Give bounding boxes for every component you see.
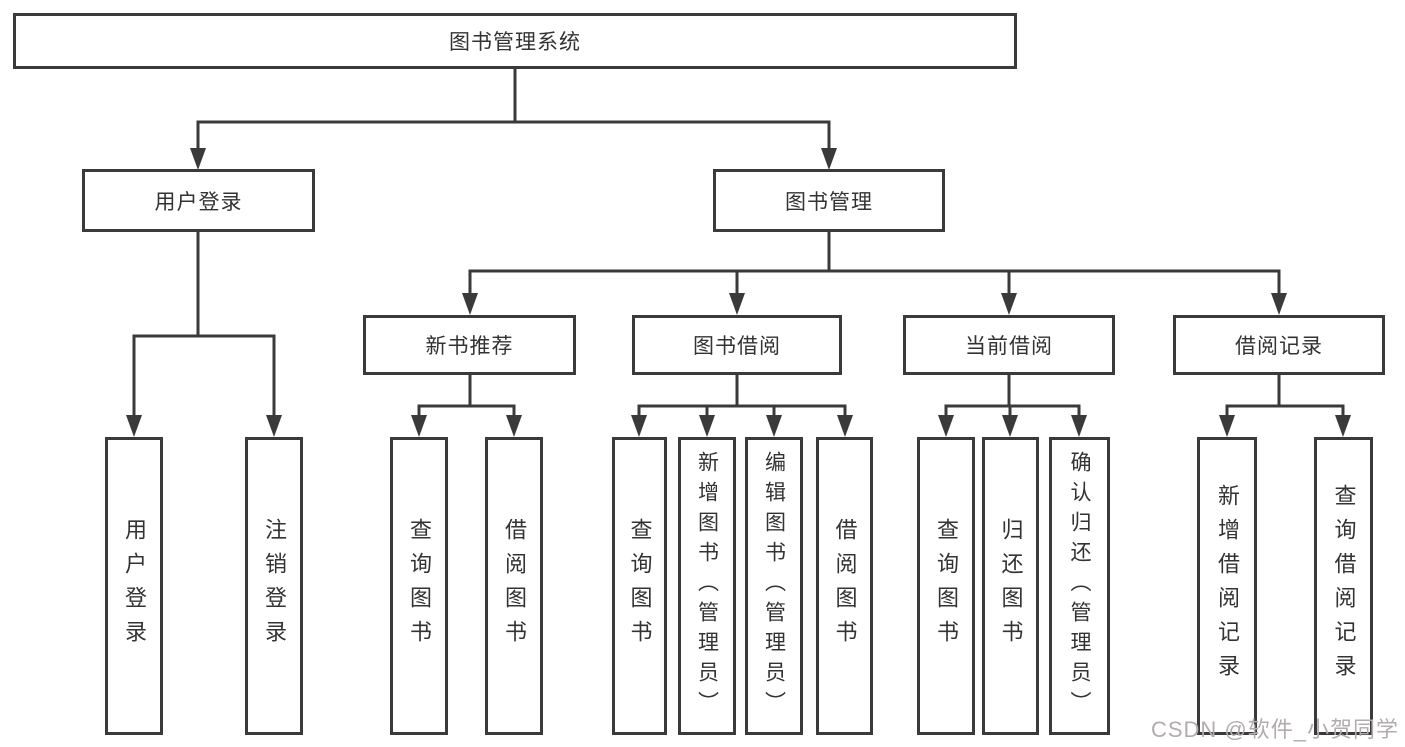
node-label: 注销登录 (262, 518, 287, 654)
connector-borrow-record-to-leaves (1219, 373, 1351, 437)
node-current-borrowing: 当前借阅 (903, 315, 1115, 375)
leaf-rec-query-books: 查询图书 (390, 437, 448, 735)
node-label: 新书推荐 (425, 335, 514, 358)
node-label: 用户登录 (154, 190, 243, 214)
node-label: 图书管理系统 (449, 31, 581, 54)
leaf-confirm-return-admin: 确认归还（管理员） (1049, 437, 1110, 735)
leaf-borrowing-query-books: 查询图书 (612, 437, 667, 735)
leaf-add-borrow-record: 新增借阅记录 (1197, 437, 1257, 735)
connector-new-book-rec-to-leaves (411, 373, 522, 437)
leaf-current-query-books: 查询图书 (917, 437, 975, 735)
leaf-query-borrow-record: 查询借阅记录 (1314, 437, 1373, 735)
node-label: 归还图书 (998, 518, 1024, 654)
node-label: 查询图书 (627, 518, 653, 654)
connector-user-login-to-leaves (126, 230, 282, 437)
node-borrowing-records: 借阅记录 (1173, 315, 1385, 375)
node-user-login: 用户登录 (82, 169, 315, 232)
node-label: 查询图书 (407, 518, 432, 654)
node-label: 图书管理 (785, 190, 873, 214)
connector-book-mgmt-to-level3 (462, 230, 1287, 315)
node-book-borrowing: 图书借阅 (632, 315, 842, 375)
node-new-book-recommendation: 新书推荐 (363, 315, 576, 375)
node-label: 用户登录 (122, 518, 147, 654)
node-label: 图书借阅 (693, 335, 781, 358)
leaf-user-login: 用户登录 (105, 437, 163, 735)
node-label: 编辑图书（管理员） (762, 451, 786, 721)
leaf-add-books-admin: 新增图书（管理员） (678, 437, 736, 735)
connector-current-borrow-to-leaves (938, 373, 1087, 437)
node-label: 借阅图书 (832, 518, 858, 654)
node-label: 查询借阅记录 (1331, 484, 1357, 688)
node-book-management: 图书管理 (713, 169, 945, 232)
node-label: 确认归还（管理员） (1068, 451, 1091, 721)
node-label: 借阅记录 (1235, 335, 1323, 358)
connector-book-borrow-to-leaves (631, 373, 853, 437)
leaf-edit-books-admin: 编辑图书（管理员） (745, 437, 803, 735)
node-label: 借阅图书 (502, 518, 527, 654)
node-label: 新增借阅记录 (1215, 484, 1240, 688)
node-label: 当前借阅 (965, 335, 1053, 358)
connector-root-to-level2 (190, 67, 837, 170)
csdn-watermark: CSDN @软件_小贺同学 (1150, 717, 1399, 742)
leaf-return-books: 归还图书 (982, 437, 1039, 735)
node-label: 查询图书 (934, 518, 959, 654)
leaf-rec-borrow-books: 借阅图书 (485, 437, 543, 735)
leaf-borrowing-borrow-books: 借阅图书 (816, 437, 873, 735)
node-label: 新增图书（管理员） (695, 451, 719, 721)
node-root-library-system: 图书管理系统 (13, 13, 1017, 69)
leaf-logout: 注销登录 (245, 437, 303, 735)
